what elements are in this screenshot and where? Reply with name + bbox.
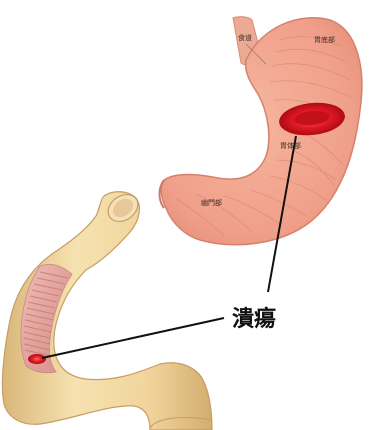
- label-ulcer: 潰瘍: [232, 306, 276, 332]
- stomach: 食道 胃底部 胃体部 幽門部: [160, 17, 362, 245]
- label-esophagus: 食道: [238, 33, 252, 42]
- label-pylorus: 幽門部: [201, 198, 222, 207]
- label-fundus: 胃底部: [314, 35, 335, 44]
- label-body: 胃体部: [280, 141, 301, 150]
- stomach-body: [161, 18, 362, 245]
- duodenal-ulcer: [28, 354, 46, 364]
- leader-line-duodenum: [42, 318, 224, 358]
